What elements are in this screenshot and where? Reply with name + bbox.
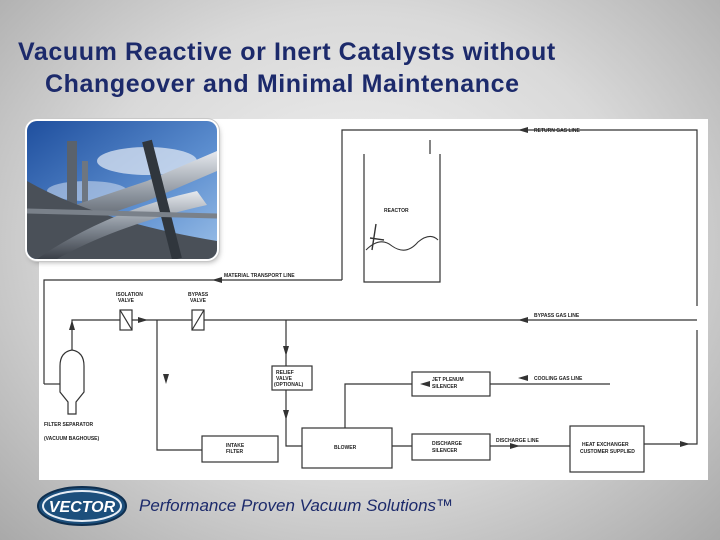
label-relief-valve-3: (OPTIONAL) — [274, 382, 303, 388]
label-relief-valve-2: VALVE — [276, 376, 293, 382]
label-isolation-valve-2: VALVE — [118, 298, 135, 304]
slide-title: Vacuum Reactive or Inert Catalysts witho… — [18, 36, 708, 100]
title-line-1: Vacuum Reactive or Inert Catalysts witho… — [18, 38, 556, 66]
label-heat-exchanger-2: CUSTOMER SUPPLIED — [580, 449, 635, 455]
footer-tagline: Performance Proven Vacuum Solutions™ — [139, 496, 454, 515]
bypass-drop-arrow — [163, 374, 169, 384]
material-transport-line — [43, 279, 342, 384]
reactor-pipe — [369, 223, 385, 251]
label-relief-valve-1: RELIEF — [276, 370, 294, 376]
reactor-vessel — [363, 154, 441, 283]
relief-lower-line — [285, 390, 302, 447]
filter-separator — [59, 349, 85, 415]
label-return-gas-line: RETURN GAS LINE — [534, 128, 581, 134]
relief-arrow-1 — [283, 346, 289, 356]
label-discharge-silencer-2: SILENCER — [432, 448, 458, 454]
label-reactor: REACTOR — [384, 208, 409, 214]
transport-arrow — [212, 277, 222, 283]
label-jet-plenum-1: JET PLENUM — [432, 377, 464, 383]
label-blower: BLOWER — [334, 445, 357, 451]
label-isolation-valve-1: ISOLATION — [116, 292, 143, 298]
label-jet-plenum-2: SILENCER — [432, 384, 458, 390]
label-bypass-valve-2: VALVE — [190, 298, 207, 304]
isolation-arrow — [138, 317, 148, 323]
label-discharge-line: DISCHARGE LINE — [496, 438, 539, 444]
bypass-arrow — [518, 317, 528, 323]
return-arrow — [518, 127, 528, 133]
label-filter-separator-1: FILTER SEPARATOR — [44, 422, 93, 428]
cooling-gas-arrow — [518, 375, 528, 381]
blower-box — [301, 427, 393, 469]
cooling-line — [344, 383, 412, 428]
label-filter-separator-2: (VACUUM BAGHOUSE) — [44, 436, 100, 442]
discharge-silencer-box — [411, 433, 491, 461]
heat-exchanger-box — [569, 425, 645, 473]
label-intake-filter-2: FILTER — [226, 449, 244, 455]
logo-text: VECTOR — [49, 499, 116, 516]
label-discharge-silencer-1: DISCHARGE — [432, 441, 463, 447]
label-heat-exchanger-1: HEAT EXCHANGER — [582, 442, 629, 448]
exchanger-outlet — [644, 330, 698, 445]
label-bypass-valve-1: BYPASS — [188, 292, 209, 298]
relief-arrow-2 — [283, 410, 289, 420]
vector-logo: VECTOR — [37, 486, 127, 526]
cooling-arrow — [420, 381, 430, 387]
bypass-drop-line — [156, 320, 202, 451]
label-material-transport-line: MATERIAL TRANSPORT LINE — [224, 273, 295, 279]
label-cooling-gas-line: COOLING GAS LINE — [534, 376, 583, 382]
upper-arrow — [69, 320, 75, 330]
label-intake-filter-1: INTAKE — [226, 443, 245, 449]
reactor-fill — [365, 236, 439, 251]
return-gas-line — [341, 129, 698, 306]
title-line-2: Changeover and Minimal Maintenance — [45, 70, 520, 98]
relief-valve-box — [271, 365, 313, 391]
exchanger-arrow — [680, 441, 690, 447]
industrial-photo — [27, 121, 217, 259]
intake-filter-box — [201, 435, 279, 463]
discharge-arrow — [510, 443, 520, 449]
label-bypass-gas-line: BYPASS GAS LINE — [534, 313, 580, 319]
